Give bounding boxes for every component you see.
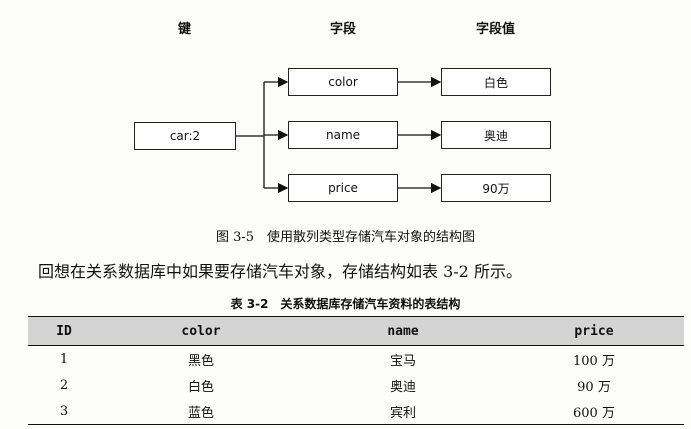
table-caption: 表 3-2 关系数据库存储汽车资料的表结构 — [230, 297, 461, 311]
body-paragraph: 回想在关系数据库中如果要存储汽车对象，存储结构如表 3-2 所示。 — [38, 262, 522, 281]
table-header-row: ID color name price — [28, 316, 684, 346]
col-header-name: name — [302, 316, 504, 346]
field-box-name: name — [288, 121, 398, 149]
cell-name: 宝马 — [389, 353, 416, 369]
table-row: 3 蓝色 宾利 600 万 — [28, 398, 684, 425]
cell-price: 100 万 — [573, 353, 615, 369]
value-box-price: 90万 — [441, 174, 551, 202]
field-box-price: price — [288, 174, 398, 202]
cell-color: 蓝色 — [100, 398, 302, 425]
car-table: ID color name price 1 黑色 宝马 100 万 2 白色 奥… — [28, 316, 684, 425]
cell-price: 90 万 — [577, 379, 611, 395]
key-box: car:2 — [134, 122, 236, 150]
figure-caption: 图 3-5 使用散列类型存储汽车对象的结构图 — [215, 230, 476, 245]
table-row: 2 白色 奥迪 90 万 — [28, 372, 684, 398]
field-box-color: color — [288, 68, 398, 96]
header-key: 键 — [178, 22, 192, 37]
cell-id: 1 — [59, 351, 69, 367]
header-value: 字段值 — [476, 22, 516, 37]
col-header-price: price — [504, 316, 684, 346]
table-row: 1 黑色 宝马 100 万 — [28, 346, 684, 373]
cell-price: 600 万 — [504, 398, 684, 425]
col-header-id: ID — [28, 316, 100, 346]
cell-name: 宾利 — [302, 398, 504, 425]
diagram-connectors — [236, 76, 442, 194]
cell-color: 白色 — [187, 379, 214, 395]
value-box-color: 白色 — [441, 68, 551, 96]
cell-id: 2 — [59, 377, 69, 393]
value-box-name: 奥迪 — [441, 121, 551, 149]
cell-name: 奥迪 — [389, 379, 416, 395]
col-header-color: color — [100, 316, 302, 346]
header-field: 字段 — [330, 22, 357, 37]
cell-id: 3 — [28, 398, 100, 425]
cell-color: 黑色 — [187, 353, 214, 369]
